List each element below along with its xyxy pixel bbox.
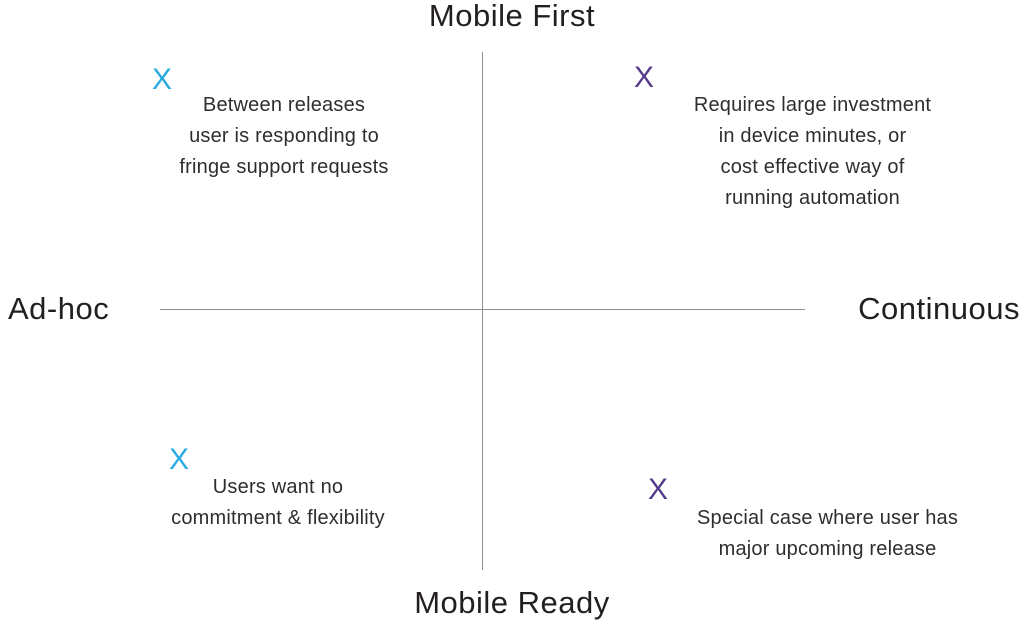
quadrant-note-top-right: X Requires large investment in device mi… bbox=[634, 63, 965, 214]
axis-label-top: Mobile First bbox=[428, 0, 596, 33]
quadrant-note-text: Between releases user is responding to f… bbox=[179, 94, 389, 178]
quadrant-note-text: Users want no commitment & flexibility bbox=[171, 476, 385, 529]
quadrant-note-text: Special case where user has major upcomi… bbox=[696, 507, 959, 560]
x-marker-icon: X bbox=[169, 443, 190, 476]
axis-label-right: Continuous bbox=[858, 291, 1020, 326]
quadrant-note-top-left: X Between releases user is responding to… bbox=[134, 65, 434, 183]
quadrant-note-bottom-left: X Users want no commitment & flexibility bbox=[133, 445, 423, 534]
axis-label-left: Ad-hoc bbox=[8, 291, 110, 326]
x-marker-icon: X bbox=[634, 61, 655, 94]
x-marker-icon: X bbox=[648, 473, 669, 506]
quadrant-note-text: Requires large investment in device minu… bbox=[693, 94, 932, 209]
axis-label-bottom: Mobile Ready bbox=[414, 585, 610, 620]
vertical-axis-line bbox=[482, 52, 483, 570]
quadrant-note-bottom-right: X Special case where user has major upco… bbox=[648, 475, 990, 565]
x-marker-icon: X bbox=[152, 63, 173, 96]
